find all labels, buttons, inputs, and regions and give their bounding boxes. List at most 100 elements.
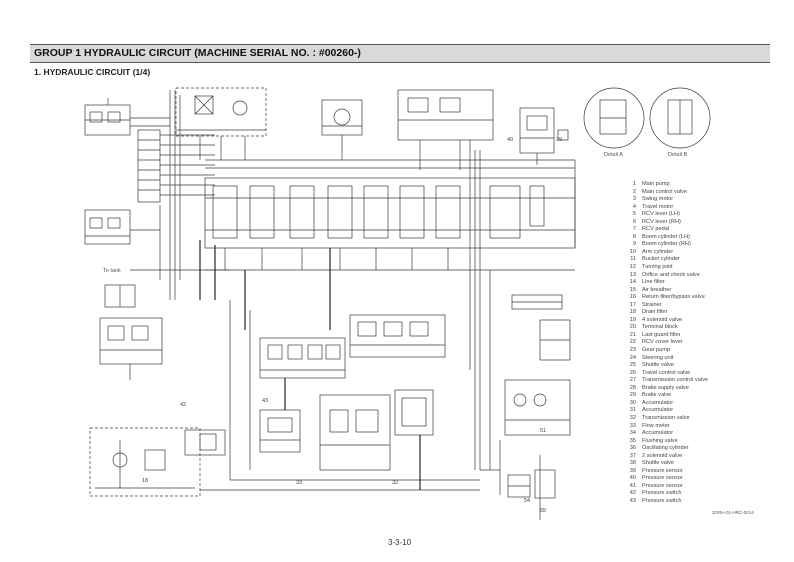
legend-item-label: Accumulator	[642, 430, 674, 437]
legend-item: 36 Oscillating cylinder	[622, 445, 772, 453]
legend-item-label: Turning joint	[642, 264, 673, 271]
legend-item: 1 Main pump	[622, 181, 772, 189]
legend-item-label: Main pump	[642, 181, 670, 187]
legend-item-number: 25	[629, 362, 636, 369]
legend-item-label: Accumulator	[642, 407, 674, 414]
legend-item-number: 3	[632, 196, 636, 203]
legend-item-number: 43	[629, 497, 636, 504]
legend-item-label: Main control valve	[642, 188, 688, 195]
part-label-33: 33	[296, 480, 303, 486]
detail-b-view	[649, 87, 711, 149]
legend-item-number: 40	[629, 475, 636, 482]
legend-item-label: Line filter	[642, 279, 665, 286]
legend-item-number: 33	[629, 422, 636, 429]
legend-item-label: Orifice and check valve	[642, 271, 700, 278]
legend-item-label: RCV lever (RH)	[642, 218, 681, 225]
legend-item: 16 Return filter/bypass valve	[622, 294, 772, 302]
legend-item-number: 17	[629, 301, 636, 308]
legend-item-label: Return filter/bypass valve	[642, 294, 705, 301]
legend-item-number: 42	[629, 490, 636, 497]
gear-pump-block	[99, 317, 163, 380]
legend-item-number: 2	[632, 188, 636, 195]
return-filter	[184, 429, 226, 456]
part-label-51: 51	[540, 428, 547, 434]
legend-item-number: 36	[629, 445, 636, 452]
legend-item-number: 6	[632, 218, 636, 225]
legend-item-label: 2 solenoid valve	[642, 452, 683, 459]
pressure-switch-group	[507, 469, 556, 499]
legend-item-number: 1	[632, 181, 636, 187]
legend-item-label: Air breather	[642, 286, 672, 293]
legend-item-number: 9	[632, 241, 636, 248]
legend-item-label: Brake supply valve	[642, 384, 689, 391]
brake-supply-valve	[349, 314, 446, 358]
legend-item-number: 16	[629, 294, 636, 301]
legend-item-label: Pressure switch	[642, 490, 682, 497]
part-label-40: 40	[507, 137, 514, 143]
legend-item: 13 Orifice and check valve	[622, 272, 772, 280]
oscillating-cylinder	[511, 294, 571, 361]
legend-item: 42 Pressure switch	[622, 490, 772, 498]
legend-item-number: 35	[629, 437, 636, 444]
legend-item-label: Oscillating cylinder	[642, 445, 689, 452]
part-label-32: 32	[392, 480, 399, 486]
brake-valve-block	[259, 409, 301, 453]
legend-item: 11 Bucket cylinder	[622, 256, 772, 264]
legend-item-label: Strainer	[642, 301, 662, 308]
detail-b-label: Detail B	[668, 152, 688, 158]
legend-item: 15 Air breather	[622, 287, 772, 295]
legend-item-label: Bucket cylinder	[642, 256, 680, 263]
legend-item-number: 14	[629, 279, 636, 286]
legend-item-label: Pressure sensor	[642, 467, 683, 474]
legend-item-label: Terminal block	[642, 324, 678, 331]
tank-label: To tank	[103, 268, 121, 274]
legend-item-label: Brake valve	[642, 392, 672, 399]
legend-item-number: 28	[629, 384, 636, 391]
legend-item-number: 30	[629, 399, 636, 406]
legend-item-number: 11	[630, 256, 636, 263]
page-number: 3-3-10	[388, 538, 412, 547]
legend-item-number: 5	[632, 211, 636, 218]
legend-item-label: 4 solenoid valve	[642, 316, 683, 323]
legend-item-number: 4	[632, 203, 636, 210]
legend-item: 35 Flushing valve	[622, 438, 772, 446]
main-pressure-lines	[199, 240, 421, 490]
legend-item-label: Flushing valve	[642, 437, 678, 444]
part-label-55: 55	[540, 508, 547, 514]
legend-item-label: Arm cylinder	[642, 248, 674, 255]
legend-item-label: Travel control valve	[642, 369, 691, 376]
legend-item-number: 41	[629, 482, 636, 489]
legend-item-number: 15	[629, 286, 636, 293]
legend-item-number: 29	[629, 392, 636, 399]
legend-item-label: Drain filter	[642, 309, 668, 316]
rcv-lever-block-bottom	[84, 205, 161, 280]
legend-item-number: 13	[629, 271, 636, 278]
legend-item-label: Transmission valve	[642, 414, 690, 421]
detail-a-label: Detail A	[604, 152, 623, 158]
transmission-valve-block	[394, 389, 434, 436]
legend-item-label: Steering unit	[642, 354, 674, 361]
legend-item: 29 Brake valve	[622, 392, 772, 400]
travel-motor	[519, 107, 569, 165]
legend-item-number: 18	[629, 309, 636, 316]
legend-item-number: 20	[629, 324, 636, 331]
part-label-18: 18	[142, 478, 149, 484]
